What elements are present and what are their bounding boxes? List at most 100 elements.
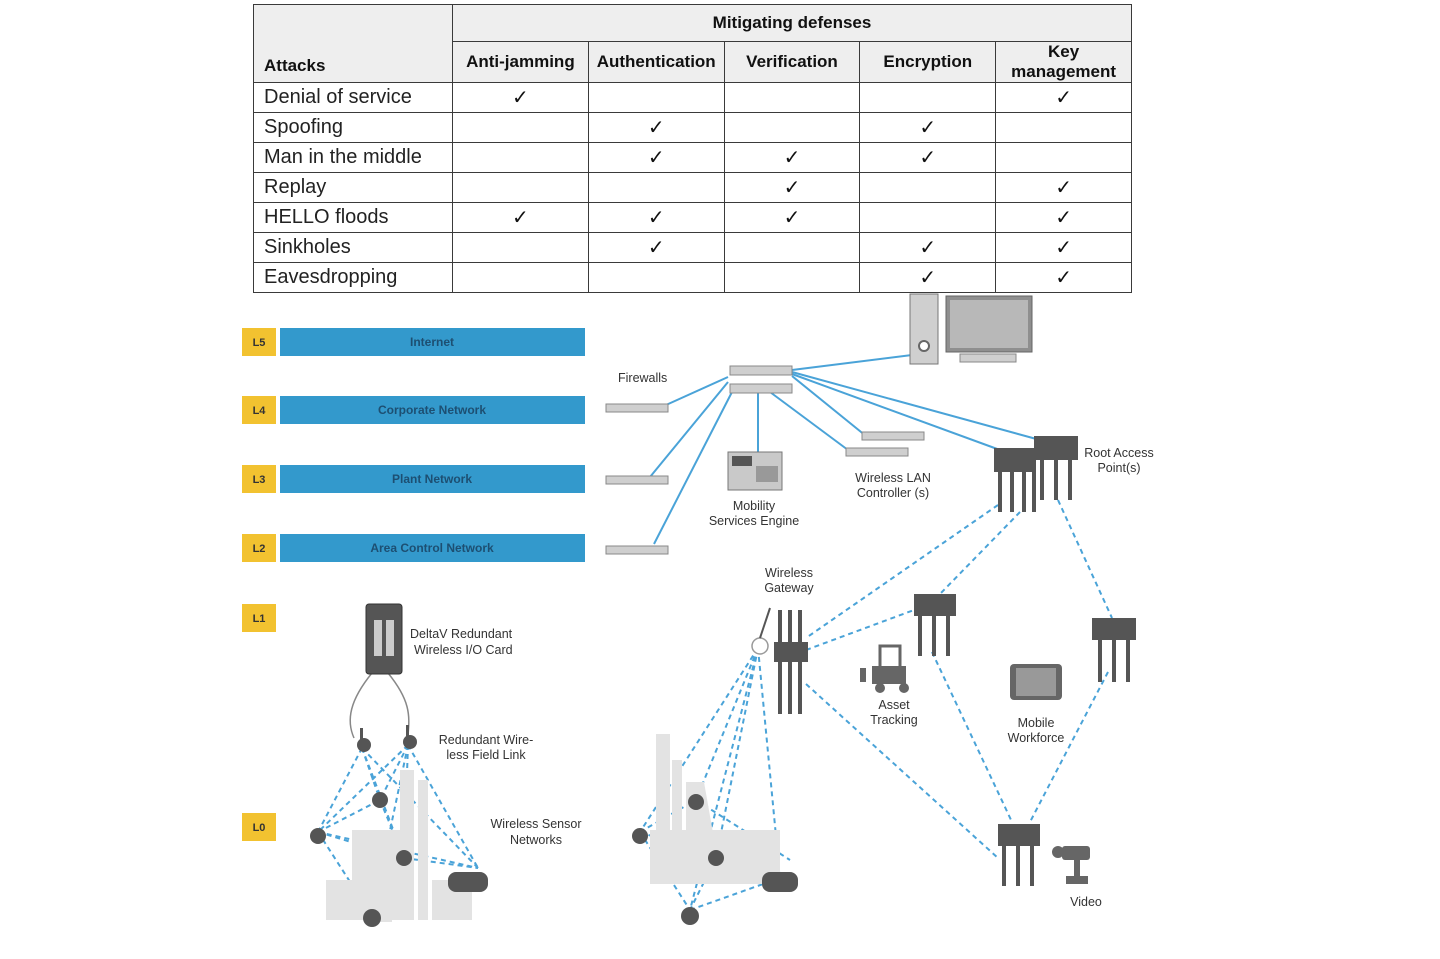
cable-io-2 <box>387 672 410 736</box>
mobility-label-1: Mobility <box>733 499 776 513</box>
mobile-label-1: Mobile <box>1018 716 1055 730</box>
level-code: L2 <box>253 543 266 555</box>
sensor-icons-left <box>310 792 488 927</box>
level-code: L3 <box>253 474 266 486</box>
cable-io-1 <box>349 672 373 739</box>
empty-cell <box>452 262 589 293</box>
mobility-label-2: Services Engine <box>709 514 799 528</box>
wired-links <box>349 354 1041 739</box>
column-header: Key management <box>995 41 1132 83</box>
firewall-icon <box>729 365 793 394</box>
devices <box>310 293 1136 927</box>
network-bar <box>280 465 585 493</box>
attacks-header: Attacks <box>253 4 453 83</box>
video-label: Video <box>1070 895 1102 909</box>
level-code: L4 <box>253 405 267 417</box>
column-header: Authentication <box>587 41 725 83</box>
attack-name: Eavesdropping <box>253 262 453 293</box>
table-row: Denial of service✓✓ <box>253 82 1132 113</box>
link-fw-pc <box>791 354 913 371</box>
column-header: Verification <box>723 41 861 83</box>
checkmark-icon: ✓ <box>723 172 861 203</box>
desktop-computer-icon <box>909 293 1033 365</box>
empty-cell <box>859 82 997 113</box>
table-row: Sinkholes✓✓✓ <box>253 232 1132 263</box>
checkmark-icon: ✓ <box>452 82 589 113</box>
link-fw-plant <box>649 381 729 478</box>
level-badge <box>242 534 276 562</box>
network-bar <box>280 534 585 562</box>
io-card-icon <box>365 603 403 675</box>
checkmark-icon: ✓ <box>587 202 725 233</box>
link-fw-corp <box>665 376 729 406</box>
wsn-label-2: Networks <box>510 833 562 847</box>
attack-name: Man in the middle <box>253 142 453 173</box>
field-link-label-1: Redundant Wire- <box>439 733 534 747</box>
network-label: Corporate Network <box>378 403 486 417</box>
level-badge <box>242 328 276 356</box>
wsn-label-1: Wireless Sensor <box>491 817 582 831</box>
field-link-label-2: less Field Link <box>446 748 526 762</box>
attack-name: HELLO floods <box>253 202 453 233</box>
link-fw-wlc1 <box>769 391 849 451</box>
wlc-label-1: Wireless LAN <box>855 471 931 485</box>
root-ap-label-2: Point(s) <box>1097 461 1140 475</box>
empty-cell <box>452 112 589 143</box>
level-code: L0 <box>253 822 266 834</box>
empty-cell <box>587 262 725 293</box>
link-fw-rap1 <box>791 371 1041 441</box>
attack-name: Sinkholes <box>253 232 453 263</box>
tablet-icon <box>1010 664 1062 700</box>
asset-label-1: Asset <box>878 698 910 712</box>
table-row: Eavesdropping ✓✓ <box>253 262 1132 293</box>
deltav-label-1: DeltaV Redundant <box>410 627 513 641</box>
network-bar <box>280 396 585 424</box>
checkmark-icon: ✓ <box>995 172 1132 203</box>
checkmark-icon: ✓ <box>859 142 997 173</box>
network-bar <box>280 328 585 356</box>
checkmark-icon: ✓ <box>859 262 997 293</box>
server-icon <box>727 451 783 491</box>
gateway-label-2: Gateway <box>764 581 814 595</box>
network-label: Plant Network <box>392 472 472 486</box>
network-label: Internet <box>410 335 454 349</box>
switch-icons <box>605 403 925 555</box>
forklift-icon <box>860 644 909 693</box>
link-fw-rap2 <box>791 373 1001 451</box>
diagram-labels: Firewalls Mobility Services Engine Wirel… <box>410 371 1154 909</box>
table-row: HELLO floods✓✓✓✓ <box>253 202 1132 233</box>
asset-label-2: Tracking <box>870 713 918 727</box>
video-camera-icon <box>1052 846 1090 884</box>
gateway-label-1: Wireless <box>765 566 813 580</box>
link-fw-area <box>653 391 733 545</box>
sensor-icons-right <box>632 794 798 925</box>
level-code: L5 <box>253 337 266 349</box>
empty-cell <box>587 82 725 113</box>
empty-cell <box>723 262 861 293</box>
level-code: L1 <box>253 613 266 625</box>
mesh-access-point-icon <box>914 594 1136 886</box>
attack-name: Denial of service <box>253 82 453 113</box>
wlc-label-2: Controller (s) <box>857 486 929 500</box>
level-badge <box>242 813 276 841</box>
checkmark-icon: ✓ <box>995 202 1132 233</box>
firewalls-label: Firewalls <box>618 371 667 385</box>
empty-cell <box>859 172 997 203</box>
link-fw-wlc2 <box>791 375 867 437</box>
attack-defense-table: Attacks Mitigating defenses Anti-jamming… <box>253 4 1132 293</box>
mobile-label-2: Workforce <box>1008 731 1065 745</box>
level-badge <box>242 465 276 493</box>
level-badge <box>242 396 276 424</box>
mitigating-defenses-header: Mitigating defenses <box>452 4 1132 42</box>
level-badge <box>242 604 276 632</box>
attack-name: Spoofing <box>253 112 453 143</box>
column-header: Encryption <box>859 41 997 83</box>
checkmark-icon: ✓ <box>995 262 1132 293</box>
checkmark-icon: ✓ <box>587 112 725 143</box>
field-link-antenna-icons <box>357 725 417 752</box>
root-ap-label-1: Root Access <box>1084 446 1153 460</box>
empty-cell <box>723 112 861 143</box>
